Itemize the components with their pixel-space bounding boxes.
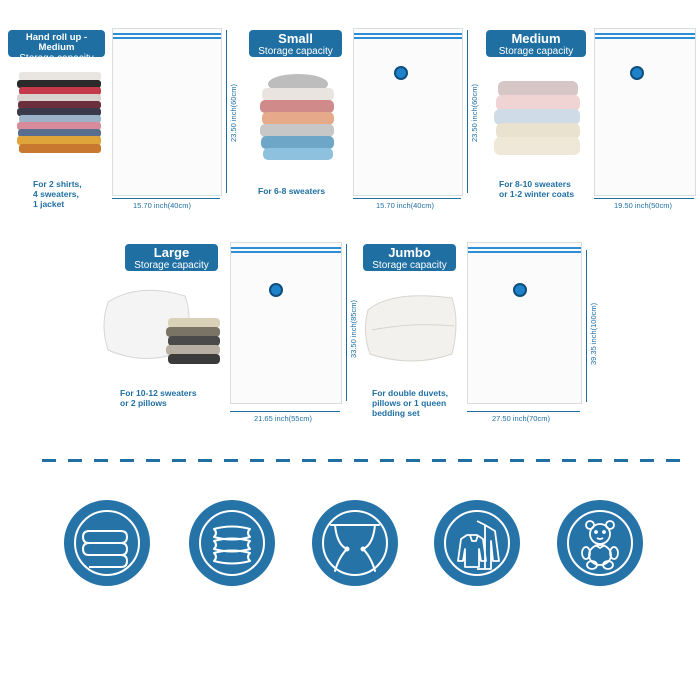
size-description: For 2 shirts, 4 sweaters, 1 jacket <box>33 179 82 209</box>
height-dimension: 39.35 inch(100cm) <box>589 302 598 365</box>
size-label-hand-roll: Hand roll up -Medium Storage capacity <box>8 30 105 64</box>
width-dimension: 15.70 inch(40cm) <box>376 201 434 210</box>
height-dimension: 23.50 inch(60cm) <box>229 84 238 142</box>
valve-icon <box>513 283 527 297</box>
size-title: Medium <box>511 31 561 46</box>
blankets-stack-image <box>490 75 585 165</box>
curtains-icon <box>312 500 398 586</box>
size-label-jumbo: Jumbo Storage capacity <box>363 244 456 271</box>
size-subtitle: Storage capacity <box>498 46 574 57</box>
size-subtitle: Storage capacity <box>258 46 333 57</box>
jackets-icon <box>434 500 520 586</box>
size-title: Small <box>278 31 313 46</box>
size-label-medium: Medium Storage capacity <box>486 30 586 57</box>
width-dimension: 15.70 inch(40cm) <box>133 201 191 210</box>
size-description: For 6-8 sweaters <box>258 186 326 196</box>
size-description: For double duvets, pillows or 1 queen be… <box>372 388 449 418</box>
width-dimension: 19.50 inch(50cm) <box>614 201 672 210</box>
bag-jumbo <box>467 242 582 404</box>
dashed-divider <box>0 459 700 462</box>
bag-large <box>230 242 342 404</box>
valve-icon <box>630 66 644 80</box>
duvet-image <box>362 282 462 374</box>
sweaters-stack-image <box>258 70 338 162</box>
bag-hand-roll <box>112 28 222 196</box>
size-title: Jumbo <box>388 245 431 260</box>
size-label-small: Small Storage capacity <box>249 30 342 57</box>
size-title: Large <box>153 245 190 260</box>
size-description: For 10-12 sweaters or 2 pillows <box>120 388 197 408</box>
size-description: For 8-10 sweaters or 1-2 winter coats <box>499 179 575 199</box>
valve-icon <box>269 283 283 297</box>
towels-icon <box>64 500 150 586</box>
width-dimension: 21.65 inch(55cm) <box>254 414 312 423</box>
size-subtitle: Storage capacity <box>19 53 94 64</box>
width-dimension: 27.50 inch(70cm) <box>492 414 550 423</box>
teddy-bear-icon <box>557 500 643 586</box>
size-title: Hand roll up -Medium <box>25 32 88 53</box>
pillows-image <box>100 282 225 377</box>
height-dimension: 23.50 inch(60cm) <box>470 84 479 142</box>
height-dimension: 33.50 inch(85cm) <box>349 300 358 358</box>
bag-medium <box>594 28 696 196</box>
clothes-stack-image <box>15 66 105 161</box>
size-label-large: Large Storage capacity <box>125 244 218 271</box>
size-subtitle: Storage capacity <box>372 260 447 271</box>
size-subtitle: Storage capacity <box>134 260 209 271</box>
valve-icon <box>394 66 408 80</box>
bag-small <box>353 28 463 196</box>
pillows-icon <box>189 500 275 586</box>
